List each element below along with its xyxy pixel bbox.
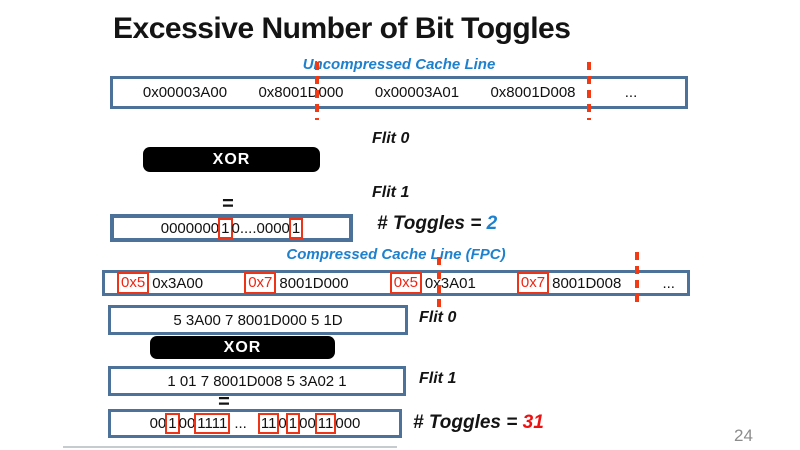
toggle-bit-highlight: 11 (257, 413, 280, 435)
cache-word: 0x00003A00 (142, 84, 228, 101)
flit0-label: Flit 0 (372, 130, 410, 147)
toggle-bit-highlight: 1 (218, 217, 233, 239)
xor-label: XOR (223, 338, 262, 356)
compressed-value: 8001D000 (279, 274, 349, 292)
flit-divider-dashed-line (437, 257, 441, 309)
uncompressed-cache-line-label: Uncompressed Cache Line (302, 56, 496, 73)
toggle-bit-highlight: 11 (314, 413, 337, 435)
compressed-value: 0x3A01 (424, 274, 476, 292)
toggle-bit-highlight: 1 (165, 413, 180, 435)
flit1-label: Flit 1 (372, 184, 410, 201)
bit-segment: 000 (335, 415, 361, 432)
fpc-prefix-highlight: 0x7 (516, 272, 550, 294)
cache-word: 0x8001D000 (258, 84, 344, 101)
bit-segment: 0000000 (160, 219, 220, 237)
flit-divider-dashed-line (587, 62, 591, 120)
compressed-cache-line-label: Compressed Cache Line (FPC) (286, 246, 506, 263)
ellipsis: ... (624, 84, 638, 101)
cutoff-element-edge (63, 446, 397, 448)
toggle-bit-highlight: 1 (288, 217, 304, 239)
bit-segment: ... (234, 415, 247, 432)
flit1-label: Flit 1 (419, 370, 457, 387)
flit-divider-dashed-line (315, 62, 319, 120)
compressed-flit0-box: 5 3A00 7 8001D000 5 1D (108, 305, 408, 335)
ellipsis: ... (662, 274, 675, 292)
xor-operator-box: XOR (143, 147, 320, 172)
equals-sign: = (218, 391, 230, 413)
compressed-word: 0x5 0x3A01 (389, 272, 476, 294)
uncompressed-cache-line-box: 0x00003A00 0x8001D000 0x00003A01 0x8001D… (110, 76, 688, 109)
page-number: 24 (734, 426, 753, 445)
xor-operator-box: XOR (150, 336, 335, 359)
flit1-value: 1 01 7 8001D008 5 3A02 1 (167, 372, 347, 390)
toggles-value: 31 (522, 412, 544, 433)
toggles-count: # Toggles = 2 (377, 213, 497, 235)
flit0-label: Flit 0 (419, 309, 457, 326)
compressed-flit1-box: 1 01 7 8001D008 5 3A02 1 (108, 366, 406, 396)
toggle-bit-highlight: 1 (285, 413, 301, 435)
bit-segment: 0....0000 (231, 219, 290, 237)
compressed-value: 0x3A00 (152, 274, 204, 292)
compressed-word: 0x7 8001D000 (244, 272, 349, 294)
toggles-count: # Toggles = 31 (413, 412, 544, 434)
compressed-value: 8001D008 (552, 274, 622, 292)
fpc-prefix-highlight: 0x5 (389, 272, 422, 294)
fpc-prefix-highlight: 0x5 (117, 272, 150, 294)
compressed-word: 0x5 0x3A00 (117, 272, 204, 294)
equals-sign: = (222, 193, 234, 215)
slide-title: Excessive Number of Bit Toggles (113, 12, 571, 45)
compressed-cache-line-box: 0x5 0x3A00 0x7 8001D000 0x5 0x3A01 0x7 8… (102, 270, 690, 296)
flit0-value: 5 3A00 7 8001D000 5 1D (173, 311, 343, 329)
toggles-label: # Toggles = (377, 213, 487, 234)
bit-segment: 0 (278, 415, 287, 432)
toggles-value: 2 (486, 213, 498, 234)
bit-segment: 00 (299, 415, 316, 432)
bit-segment: 00 (178, 415, 196, 432)
toggle-bit-highlight: 1111 (194, 413, 231, 435)
toggles-label: # Toggles = (413, 412, 523, 433)
cache-word: 0x8001D008 (490, 84, 576, 101)
compressed-word: 0x7 8001D008 (516, 272, 622, 294)
fpc-prefix-highlight: 0x7 (244, 272, 277, 294)
xor-label: XOR (212, 150, 251, 168)
cache-word: 0x00003A01 (374, 84, 460, 101)
flit-divider-dashed-line (635, 252, 639, 308)
bit-segment: 00 (149, 415, 167, 432)
